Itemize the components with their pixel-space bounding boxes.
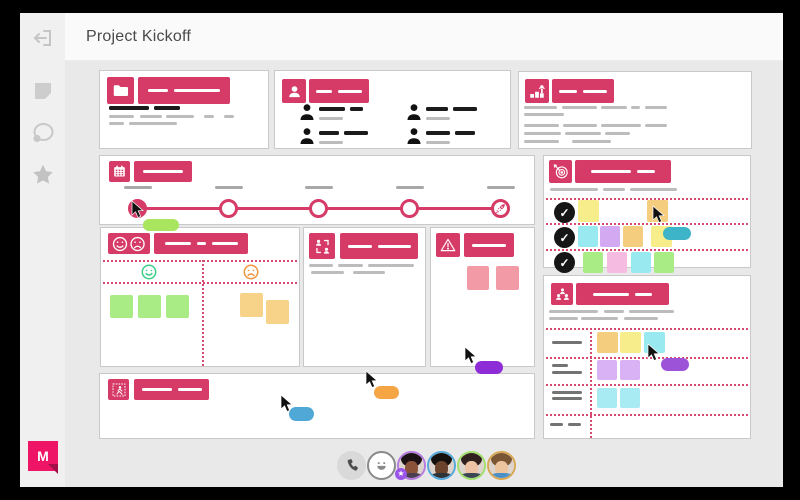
sticky-note[interactable] <box>578 226 598 247</box>
avatar-photo <box>489 453 514 478</box>
card-title-bar <box>138 77 230 104</box>
logo-fold <box>48 464 58 474</box>
calendar-icon <box>109 161 130 182</box>
sticky-note[interactable] <box>496 266 519 290</box>
member-silhouette-icon <box>300 104 314 120</box>
check-icon[interactable]: ✓ <box>554 252 575 273</box>
card-title-bar <box>575 160 671 183</box>
smileys-icon <box>108 233 150 254</box>
sticky-note[interactable] <box>597 360 617 380</box>
star-badge-icon: ★ <box>395 468 407 480</box>
avatar[interactable] <box>487 451 516 480</box>
avatar[interactable]: ★ <box>395 451 426 480</box>
timeline-node-rocket[interactable] <box>491 199 510 218</box>
card-next-steps[interactable] <box>99 373 535 439</box>
user-cursor-icon <box>365 370 378 389</box>
sticky-note[interactable] <box>620 332 641 353</box>
card-title-bar <box>309 79 369 103</box>
winner-podium-icon <box>525 79 549 103</box>
user-cursor-icon <box>131 200 144 219</box>
sticky-note[interactable] <box>597 388 617 408</box>
phone-icon[interactable] <box>337 451 366 480</box>
sticky-note[interactable] <box>166 295 189 318</box>
star-icon[interactable] <box>30 162 56 188</box>
sticky-note[interactable] <box>110 295 133 318</box>
user-cursor-icon <box>464 346 477 365</box>
card-timeline[interactable] <box>99 155 535 225</box>
member-silhouette-icon <box>407 128 421 144</box>
sticky-note[interactable] <box>620 360 640 380</box>
avatar[interactable] <box>457 451 486 480</box>
target-icon <box>549 160 572 183</box>
folder-icon <box>107 77 134 104</box>
card-title-bar <box>134 161 192 182</box>
card-title-bar <box>340 233 418 259</box>
avatar-photo <box>429 453 454 478</box>
app-logo-letter: M <box>37 448 49 464</box>
check-icon[interactable]: ✓ <box>554 202 575 223</box>
card-handoff[interactable] <box>303 227 426 367</box>
member-silhouette-icon <box>407 104 421 120</box>
card-project-overview[interactable] <box>99 70 269 149</box>
card-title-bar <box>464 233 514 257</box>
person-icon <box>282 79 306 103</box>
app-logo[interactable]: M <box>28 441 58 474</box>
sticky-note[interactable] <box>578 200 599 222</box>
sticky-note[interactable] <box>623 226 643 247</box>
card-success-criteria[interactable] <box>518 71 752 149</box>
top-bar: Project Kickoff <box>65 13 783 61</box>
grin-icon[interactable] <box>367 451 396 480</box>
exit-runner-icon <box>108 379 129 400</box>
pill-note[interactable] <box>289 407 314 421</box>
timeline-node-2[interactable] <box>219 199 238 218</box>
user-cursor-icon <box>652 205 665 224</box>
warning-icon <box>436 233 460 257</box>
card-team-members[interactable] <box>274 70 511 149</box>
sticky-note[interactable] <box>138 295 161 318</box>
sticky-note[interactable] <box>467 266 489 290</box>
happy-face-icon <box>141 264 157 280</box>
exit-icon[interactable] <box>30 25 56 51</box>
sticky-note[interactable] <box>631 252 651 273</box>
sidebar: M <box>20 13 65 487</box>
avatar[interactable] <box>427 451 456 480</box>
sad-face-icon <box>243 264 259 280</box>
user-cursor-icon <box>280 394 293 413</box>
avatar-photo <box>459 453 484 478</box>
pill-note[interactable] <box>661 358 689 371</box>
card-feedback-columns[interactable] <box>100 227 300 367</box>
sticky-note[interactable] <box>654 252 674 273</box>
card-title-bar <box>552 79 614 103</box>
timeline-node-4[interactable] <box>400 199 419 218</box>
board-title[interactable]: Project Kickoff <box>86 27 191 45</box>
sticky-note[interactable] <box>597 332 618 353</box>
sticky-note[interactable] <box>600 226 620 247</box>
sticky-note[interactable] <box>583 252 603 273</box>
user-cursor-icon <box>647 343 660 362</box>
comment-icon[interactable] <box>30 120 56 146</box>
pill-note[interactable] <box>143 219 179 231</box>
sticky-note[interactable] <box>607 252 627 273</box>
pill-note[interactable] <box>475 361 503 374</box>
rocket-icon <box>495 204 505 214</box>
timeline-node-3[interactable] <box>309 199 328 218</box>
card-title-bar <box>576 283 669 305</box>
card-risks[interactable] <box>430 227 535 367</box>
group-icon <box>551 283 573 305</box>
member-silhouette-icon <box>300 128 314 144</box>
pill-note[interactable] <box>663 227 691 240</box>
card-title-bar <box>134 379 209 400</box>
sticky-note[interactable] <box>266 300 289 324</box>
check-icon[interactable]: ✓ <box>554 227 575 248</box>
exchange-icon <box>309 233 335 259</box>
avatar-group: ★ <box>395 451 516 480</box>
card-roles-matrix[interactable] <box>543 275 751 439</box>
presence-bar: ★ <box>337 451 516 480</box>
pill-note[interactable] <box>374 386 399 399</box>
sticky-note-icon[interactable] <box>30 78 56 104</box>
sticky-note[interactable] <box>620 388 640 408</box>
card-title-bar <box>154 233 248 254</box>
sticky-note[interactable] <box>240 293 263 317</box>
